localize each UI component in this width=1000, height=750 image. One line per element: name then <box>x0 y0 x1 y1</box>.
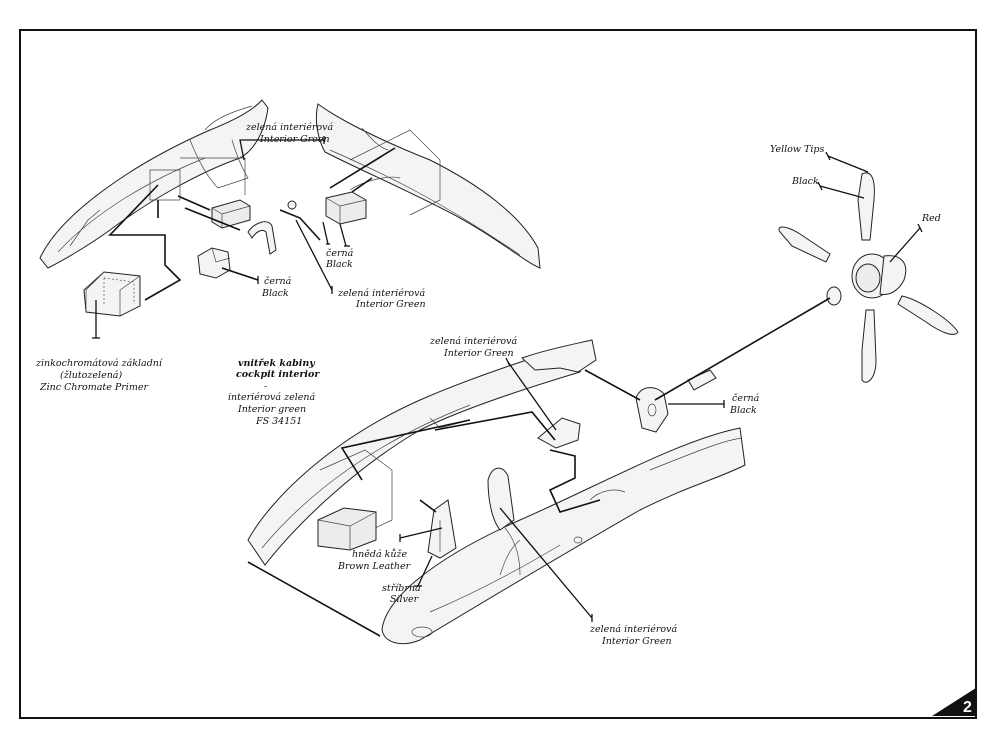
label-prop-black: Black <box>791 176 819 187</box>
svg-text:vnitřek kabiny: vnitřek kabiny <box>238 358 316 369</box>
label-left-green: zelená interiérová Interior Green <box>337 288 426 310</box>
svg-text:-: - <box>264 381 267 392</box>
right-part-block <box>325 191 367 225</box>
label-fuselage-green-bottom: zelená interiérová Interior Green <box>589 624 678 647</box>
label-zinc-chromate: zinkochromátová základní (žlutozelená) Z… <box>35 358 164 393</box>
prop-shaft <box>687 369 717 391</box>
left-fuselage-half <box>39 99 269 269</box>
svg-text:hnědá kůže: hnědá kůže <box>352 548 408 560</box>
prop-blade-top <box>857 172 875 241</box>
left-part-block <box>211 199 251 229</box>
right-assembly-lines <box>329 147 396 193</box>
svg-text:FS 34151: FS 34151 <box>255 416 302 427</box>
left-part-bracket <box>197 247 231 279</box>
svg-text:(žlutozelená): (žlutozelená) <box>60 370 122 381</box>
label-right-black: černá Black <box>325 248 354 270</box>
svg-text:Brown Leather: Brown Leather <box>337 561 412 572</box>
svg-text:zelená interiérová: zelená interiérová <box>245 122 334 133</box>
label-left-black: černá Black <box>261 276 292 299</box>
label-cockpit-interior: vnitřek kabiny cockpit interior - interi… <box>228 358 320 427</box>
label-fuselage-green-top: zelená interiérová Interior Green <box>429 336 518 359</box>
svg-text:Zinc Chromate Primer: Zinc Chromate Primer <box>39 382 149 393</box>
right-fuselage-half <box>315 103 541 269</box>
svg-text:Interior green: Interior green <box>237 404 306 415</box>
label-brown-leather: hnědá kůže Brown Leather <box>337 548 412 572</box>
svg-text:Black: Black <box>791 176 819 187</box>
page-number-corner: 2 <box>932 688 976 716</box>
svg-text:Interior Green: Interior Green <box>259 134 330 145</box>
label-spinner-black: černá Black <box>729 393 760 416</box>
leader-ticks <box>92 136 923 622</box>
svg-text:Black: Black <box>729 405 757 416</box>
label-silver: stříbrná Silver <box>382 583 421 605</box>
armor-plate <box>487 467 515 531</box>
svg-text:Interior Green: Interior Green <box>443 348 514 359</box>
cockpit-insert <box>317 507 377 551</box>
rear-fairing <box>521 339 597 373</box>
svg-text:zinkochromátová základní: zinkochromátová základní <box>35 358 164 369</box>
label-prop-red: Red <box>921 213 941 224</box>
svg-text:zelená interiérová: zelená interiérová <box>589 624 678 635</box>
page-frame <box>19 29 977 719</box>
svg-text:Red: Red <box>921 213 941 224</box>
label-yellow-tips: Yellow Tips <box>770 144 824 155</box>
left-assembly-lines <box>108 184 321 301</box>
cockpit-assembly-lines <box>434 297 831 513</box>
left-part-lever <box>247 200 297 255</box>
svg-text:černá: černá <box>732 393 760 404</box>
spinner-backplate <box>635 387 669 433</box>
svg-text:černá: černá <box>264 276 292 287</box>
label-top-center-green: zelená interiérová Interior Green <box>245 122 334 145</box>
svg-text:Yellow Tips: Yellow Tips <box>770 144 824 155</box>
svg-text:stříbrná: stříbrná <box>382 583 421 594</box>
svg-text:Silver: Silver <box>390 594 420 605</box>
zinc-part-box <box>83 271 141 317</box>
page-number: 2 <box>963 699 972 716</box>
prop-blade-left <box>778 226 831 263</box>
seat-part <box>427 499 457 559</box>
prop-blade-right <box>897 295 959 335</box>
propeller-assembly <box>778 172 959 383</box>
prop-shaft-washer <box>826 286 842 306</box>
svg-text:černá: černá <box>326 248 354 259</box>
svg-text:Interior Green: Interior Green <box>355 299 426 310</box>
svg-text:Interior Green: Interior Green <box>601 636 672 647</box>
svg-text:Black: Black <box>261 288 289 299</box>
prop-blade-bottom <box>861 309 877 383</box>
svg-text:cockpit interior: cockpit interior <box>236 369 320 380</box>
svg-text:zelená interiérová: zelená interiérová <box>337 288 426 299</box>
svg-text:zelená interiérová: zelená interiérová <box>429 336 518 347</box>
svg-text:Black: Black <box>325 259 353 270</box>
svg-text:interiérová zelená: interiérová zelená <box>228 392 316 403</box>
instrument-panel <box>537 417 581 449</box>
